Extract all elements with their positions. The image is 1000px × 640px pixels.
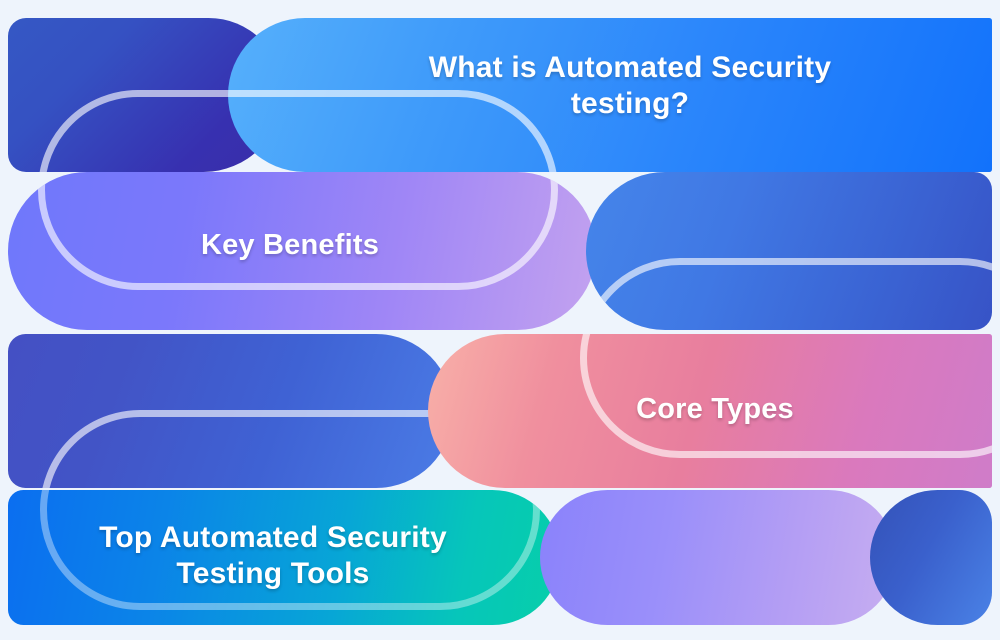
decor-block-steel-blue xyxy=(586,172,992,330)
section-card-core-types[interactable] xyxy=(428,334,992,488)
section-label-key-benefits: Key Benefits xyxy=(200,229,380,261)
decor-block-blue-bottom-right xyxy=(870,490,992,625)
section-label-top-tools: Top Automated Security Testing Tools xyxy=(99,521,447,590)
decor-outline-clip-3 xyxy=(586,172,992,330)
decor-outline-clip-4 xyxy=(8,334,453,488)
section-label-core-types: Core Types xyxy=(636,393,794,425)
section-label-what-is: What is Automated Security testing? xyxy=(428,51,832,120)
decor-outline-pill-4 xyxy=(40,410,453,488)
decor-outline-pill-3 xyxy=(586,258,992,330)
decor-block-indigo xyxy=(8,334,453,488)
section-card-what-is[interactable] xyxy=(228,18,992,172)
decor-pill-lavender xyxy=(540,490,896,625)
